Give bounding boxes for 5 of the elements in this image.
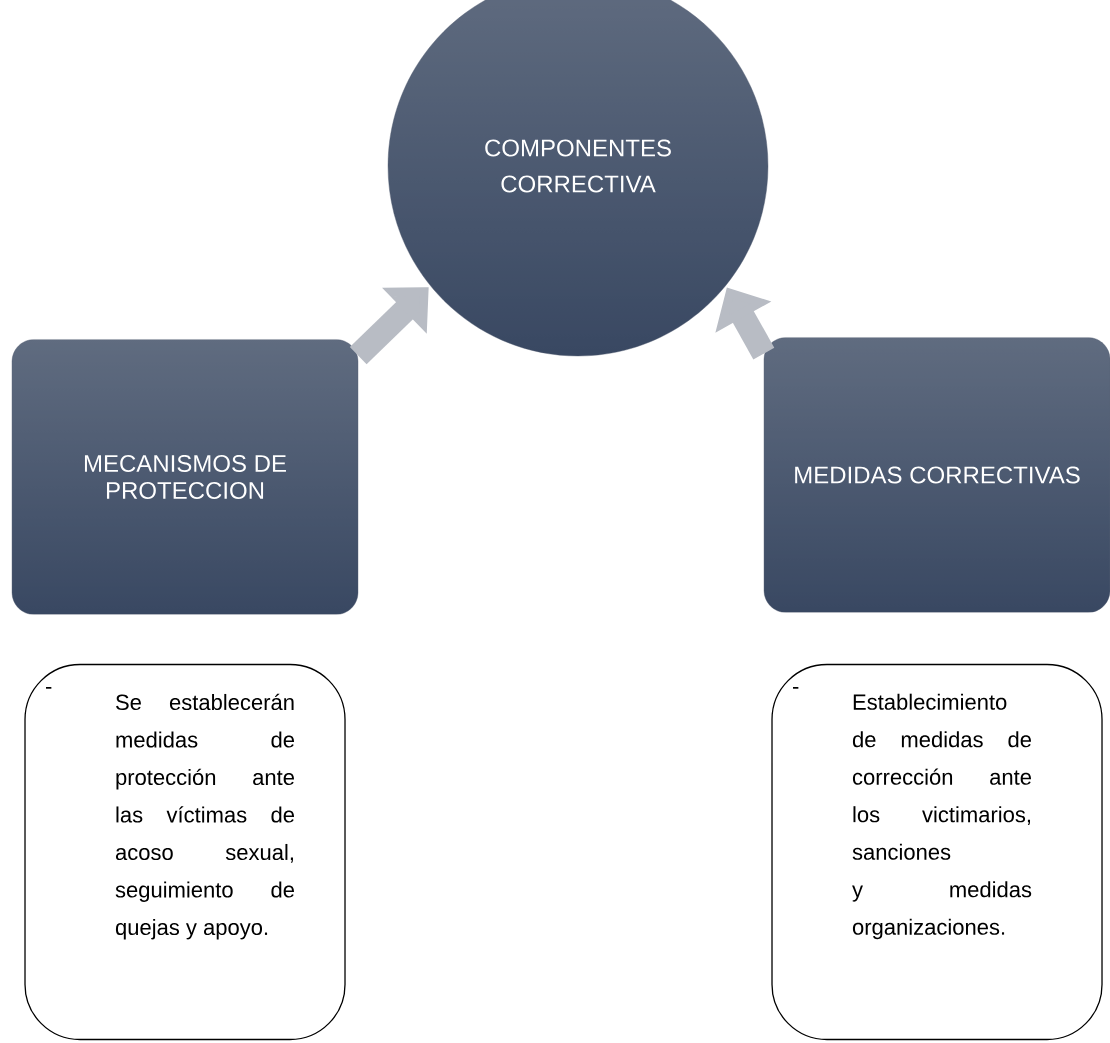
text-box: - Se establecerán medidas de protección ante las víctimas de acoso sexual, seguimiento de quejas y apoyo.: [24, 663, 346, 1041]
text-box: - Establecimiento de medidas de corrección ante los victimarios, sanciones y medidas organizaciones.: [771, 663, 1103, 1041]
rounded-box: MEDIDAS CORRECTIVAS: [763, 337, 1110, 613]
rounded-box: MECANISMOS DE PROTECCION: [11, 339, 359, 615]
block-arrow: [349, 287, 429, 365]
